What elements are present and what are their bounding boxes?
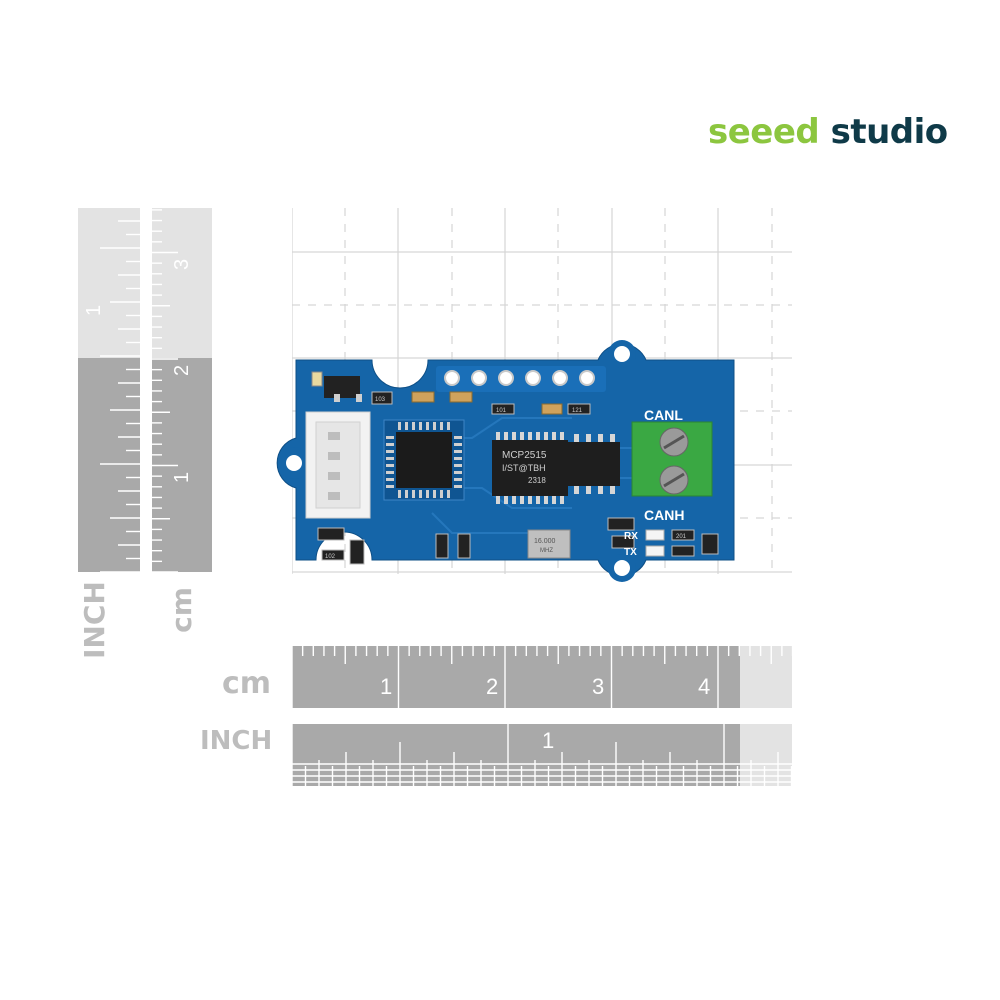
crystal-unit-label: MHZ [540, 548, 553, 554]
chip-label-line2: I/ST@TBH [502, 463, 546, 473]
vertical-inch-label: INCH [78, 581, 111, 659]
horizontal-inch-ruler: 1 [292, 724, 792, 786]
horizontal-cm-tick-3: 3 [592, 674, 604, 699]
vertical-cm-tick-3: 3 [171, 259, 193, 270]
tx-label: TX [624, 547, 637, 558]
horizontal-cm-tick-4: 4 [698, 674, 710, 699]
smd-components: 103 101 121 102 201 [317, 391, 719, 565]
vertical-cm-tick-2: 2 [171, 365, 193, 376]
mcp2515-chip: MCP2515 I/ST@TBH 2318 [492, 432, 568, 504]
rx-label: RX [624, 531, 638, 542]
resistor-121: 121 [572, 408, 583, 414]
canl-label: CANL [644, 407, 683, 423]
logo-studio-text: studio [830, 112, 949, 152]
transistor-q1 [311, 371, 362, 402]
crystal-oscillator: 16.000 MHZ [527, 529, 571, 559]
status-leds [645, 529, 665, 557]
can-terminal-block [631, 421, 713, 497]
vertical-inch-ruler: 1 [78, 208, 140, 572]
horizontal-cm-tick-2: 2 [486, 674, 498, 699]
horizontal-inch-label: INCH [200, 726, 273, 756]
crystal-label: 16.000 [534, 538, 556, 545]
chip-label-line1: MCP2515 [502, 450, 547, 461]
can-transceiver-chip [568, 434, 620, 494]
resistor-201: 201 [676, 534, 687, 540]
canh-label: CANH [644, 507, 684, 523]
chip-label-line3: 2318 [528, 476, 546, 485]
vertical-inch-tick-1: 1 [83, 305, 105, 316]
horizontal-cm-label: cm [222, 666, 272, 701]
logo-seeed-text: seeed [708, 112, 820, 152]
seeed-studio-logo: seeed studio [708, 112, 948, 152]
resistor-103: 103 [375, 397, 386, 403]
grove-connector [305, 411, 371, 519]
microcontroller-chip [383, 419, 465, 501]
vertical-cm-ruler: 1 2 3 [152, 208, 212, 572]
resistor-102: 102 [325, 554, 336, 560]
can-bus-module-board: MCP2515 I/ST@TBH 2318 16.000 MHZ 103 101… [276, 340, 735, 582]
vertical-cm-label: cm [165, 587, 198, 633]
horizontal-inch-tick-1: 1 [542, 728, 554, 753]
horizontal-cm-ruler: 1 2 3 4 [292, 646, 792, 708]
horizontal-cm-tick-1: 1 [380, 674, 392, 699]
header-pins [436, 366, 606, 392]
vertical-cm-tick-1: 1 [171, 472, 193, 483]
resistor-101: 101 [496, 408, 507, 414]
